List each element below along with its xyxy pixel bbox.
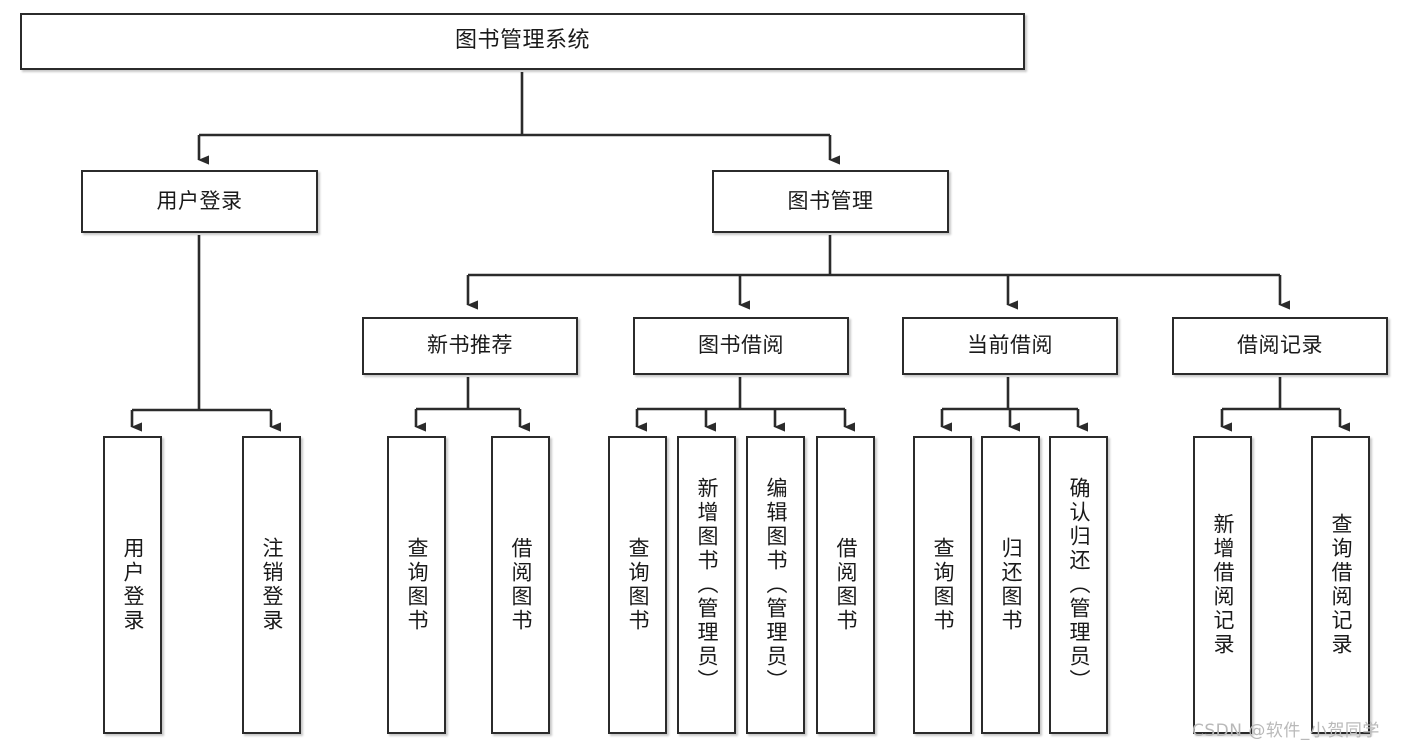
leaf-label: 查询图书: [405, 537, 429, 633]
leaf-label: 注销登录: [260, 537, 284, 633]
leaf-label: 查询图书: [626, 537, 650, 633]
leaf-label: 编辑图书（管理员）: [764, 477, 788, 693]
leaf-label: 借阅图书: [834, 537, 858, 633]
node-new-book-recommend[interactable]: 新书推荐: [362, 317, 578, 375]
leaf-user-login-login[interactable]: 用户登录: [103, 436, 162, 734]
leaf-label: 用户登录: [121, 537, 145, 633]
leaf-current-borrow-return[interactable]: 归还图书: [981, 436, 1040, 734]
leaf-label: 归还图书: [999, 537, 1023, 633]
leaf-current-borrow-confirm-return[interactable]: 确认归还（管理员）: [1049, 436, 1108, 734]
leaf-label: 查询借阅记录: [1329, 513, 1353, 657]
leaf-label: 新增借阅记录: [1211, 513, 1235, 657]
node-label: 图书借阅: [698, 333, 784, 358]
node-book-borrow[interactable]: 图书借阅: [633, 317, 849, 375]
leaf-book-borrow-query[interactable]: 查询图书: [608, 436, 667, 734]
node-label: 新书推荐: [427, 333, 513, 358]
leaf-borrow-record-add[interactable]: 新增借阅记录: [1193, 436, 1252, 734]
node-label: 用户登录: [156, 188, 243, 213]
node-label: 图书管理: [787, 188, 874, 213]
node-label: 当前借阅: [967, 333, 1053, 358]
leaf-new-book-borrow[interactable]: 借阅图书: [491, 436, 550, 734]
leaf-label: 确认归还（管理员）: [1067, 477, 1091, 693]
leaf-label: 新增图书（管理员）: [695, 477, 719, 693]
node-current-borrow[interactable]: 当前借阅: [902, 317, 1118, 375]
leaf-book-borrow-add[interactable]: 新增图书（管理员）: [677, 436, 736, 734]
node-book-management[interactable]: 图书管理: [712, 170, 949, 233]
leaf-label: 查询图书: [931, 537, 955, 633]
node-label: 图书管理系统: [454, 28, 590, 54]
leaf-book-borrow-borrow[interactable]: 借阅图书: [816, 436, 875, 734]
node-label: 借阅记录: [1237, 333, 1323, 358]
leaf-label: 借阅图书: [509, 537, 533, 633]
leaf-new-book-query[interactable]: 查询图书: [387, 436, 446, 734]
leaf-borrow-record-query[interactable]: 查询借阅记录: [1311, 436, 1370, 734]
leaf-book-borrow-edit[interactable]: 编辑图书（管理员）: [746, 436, 805, 734]
node-root-book-management-system[interactable]: 图书管理系统: [20, 13, 1025, 70]
node-borrow-record[interactable]: 借阅记录: [1172, 317, 1388, 375]
node-user-login[interactable]: 用户登录: [81, 170, 318, 233]
leaf-user-login-logout[interactable]: 注销登录: [242, 436, 301, 734]
leaf-current-borrow-query[interactable]: 查询图书: [913, 436, 972, 734]
